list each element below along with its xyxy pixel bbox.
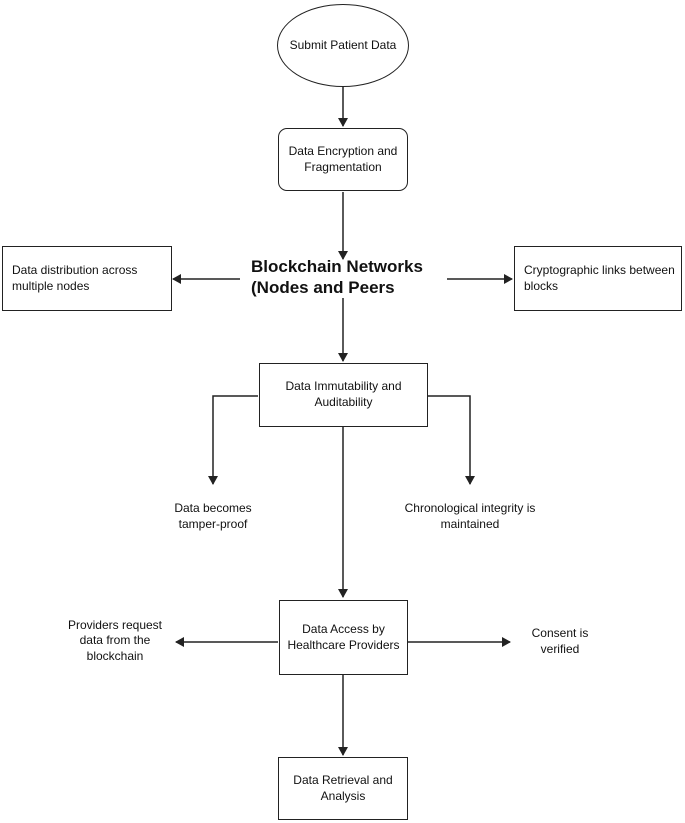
providers-request-label: Providers request data from the blockcha… (67, 617, 163, 663)
arrow-immutability-to-chronological (428, 395, 475, 485)
blockchain-networks-label: Blockchain Networks (Nodes and Peers (251, 256, 423, 297)
tamper-proof-note: Data becomes tamper-proof (160, 497, 266, 537)
chronological-integrity-label: Chronological integrity is maintained (404, 501, 536, 531)
cryptographic-links-label: Cryptographic links between blocks (524, 262, 675, 293)
arrow-immutability-to-tamper (208, 395, 258, 485)
providers-request-note: Providers request data from the blockcha… (55, 615, 175, 667)
immutability-node: Data Immutability and Auditability (259, 363, 428, 427)
chronological-integrity-note: Chronological integrity is maintained (392, 497, 548, 537)
encryption-node: Data Encryption and Fragmentation (278, 128, 408, 191)
data-retrieval-label: Data Retrieval and Analysis (293, 772, 393, 803)
data-access-node: Data Access by Healthcare Providers (279, 600, 408, 675)
blockchain-networks-heading: Blockchain Networks (Nodes and Peers (251, 254, 451, 300)
submit-patient-data-node: Submit Patient Data (277, 4, 409, 87)
data-distribution-label: Data distribution across multiple nodes (12, 262, 138, 293)
encryption-label: Data Encryption and Fragmentation (288, 143, 398, 174)
consent-verified-label: Consent is verified (531, 626, 589, 656)
consent-verified-note: Consent is verified (518, 624, 602, 660)
cryptographic-links-node: Cryptographic links between blocks (514, 246, 682, 311)
immutability-label: Data Immutability and Auditability (285, 379, 402, 409)
tamper-proof-label: Data becomes tamper-proof (174, 501, 252, 531)
data-access-label: Data Access by Healthcare Providers (287, 621, 400, 652)
submit-patient-data-label: Submit Patient Data (289, 37, 397, 52)
data-retrieval-node: Data Retrieval and Analysis (278, 757, 408, 820)
data-distribution-node: Data distribution across multiple nodes (2, 246, 172, 311)
